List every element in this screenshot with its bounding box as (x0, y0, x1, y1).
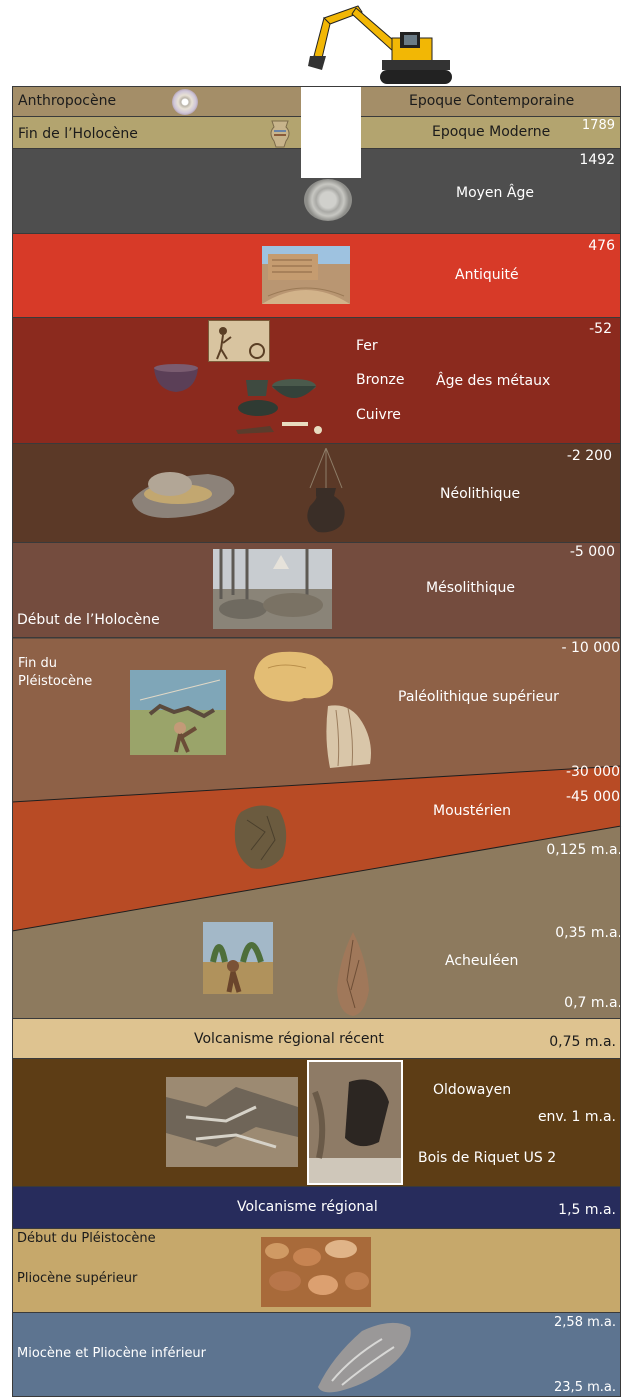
band-neolithique: Néolithique -2 200 (12, 444, 621, 543)
date-0-75-ma: 0,75 m.a. (549, 1035, 616, 1049)
iron-blade-icon (234, 420, 328, 438)
hominid-illustration (203, 922, 273, 994)
date-1789: 1789 (582, 119, 615, 132)
fer-label: Fer (356, 339, 378, 353)
hanging-pot-icon (298, 448, 354, 536)
date-1492: 1492 (579, 153, 615, 167)
blade-core-icon (322, 702, 376, 770)
handaxe-icon (333, 930, 373, 1018)
volcanisme-recent-label: Volcanisme régional récent (194, 1032, 384, 1046)
excavation-cut (301, 86, 361, 178)
anthropocene-label: Anthropocène (18, 94, 116, 108)
band-volcanisme-regional: Volcanisme régional 1,5 m.a. (12, 1187, 621, 1229)
date-0-125-ma: 0,125 m.a. (546, 843, 622, 857)
cave-photo (307, 1060, 403, 1185)
mousterien-label: Moustérien (433, 804, 511, 818)
fin-du-label: Fin du (18, 657, 57, 670)
date-minus-52: -52 (589, 322, 612, 336)
date-minus-10000: - 10 000 (562, 641, 621, 655)
band-miocene-pliocene-inferieur: Miocène et Pliocène inférieur 2,58 m.a. … (12, 1313, 621, 1397)
breccia-photo (166, 1077, 298, 1167)
volcanisme-regional-label: Volcanisme régional (237, 1200, 378, 1214)
grinding-stone-icon (128, 458, 240, 524)
date-476: 476 (588, 239, 615, 253)
mesolithique-label: Mésolithique (426, 581, 515, 595)
date-0-35-ma: 0,35 m.a. (555, 926, 622, 940)
neolithique-label: Néolithique (440, 487, 520, 501)
band-mousterien (12, 766, 621, 931)
date-1-5-ma: 1,5 m.a. (558, 1203, 616, 1217)
band-acheuleen (12, 826, 621, 1018)
seal-icon (304, 179, 352, 221)
pleistocene-label: Pléistocène (18, 675, 92, 688)
debut-pleistocene-label: Début du Pléistocène (17, 1232, 156, 1245)
cd-disc-icon (172, 89, 198, 115)
band-age-des-metaux: Âge des métaux -52 Fer Bronze Cuivre (12, 318, 621, 444)
band-volcanisme-regional-recent: Volcanisme régional récent 0,75 m.a. (12, 1018, 621, 1059)
band-mesolithique: Mésolithique -5 000 Début de l’Holocène (12, 543, 621, 638)
antiquite-label: Antiquité (455, 268, 519, 282)
biface-icon (231, 800, 291, 872)
epoque-contemporaine-label: Epoque Contemporaine (409, 94, 574, 108)
band-antiquite: Antiquité 476 (12, 234, 621, 318)
cuivre-label: Cuivre (356, 408, 401, 422)
forest-photo (213, 549, 332, 629)
bronze-bowl-icon (152, 362, 200, 394)
bronze-label: Bronze (356, 373, 404, 387)
bronze-vessels-icon (234, 376, 322, 426)
date-minus-5000: -5 000 (570, 545, 615, 559)
band-oldowayen: Oldowayen env. 1 m.a. Bois de Riquet US … (12, 1059, 621, 1187)
date-minus-45000: -45 000 (566, 790, 620, 804)
fin-holocene-label: Fin de l’Holocène (18, 127, 138, 141)
date-minus-2200: -2 200 (567, 449, 612, 463)
bison-carving-icon (248, 648, 336, 706)
date-minus-30000: -30 000 (566, 765, 620, 779)
paleolithique-superieur-label: Paléolithique supérieur (398, 690, 559, 704)
date-env-1-ma: env. 1 m.a. (538, 1110, 616, 1124)
pliocene-superieur-label: Pliocène supérieur (17, 1272, 137, 1285)
age-des-metaux-label: Âge des métaux (436, 374, 550, 388)
epoque-moderne-label: Epoque Moderne (432, 125, 550, 139)
theatre-photo (262, 246, 350, 304)
pebbles-photo (261, 1237, 371, 1307)
hunters-illustration (130, 670, 226, 755)
vase-icon (266, 119, 294, 149)
debut-holocene-label: Début de l’Holocène (17, 613, 160, 627)
date-0-7-ma: 0,7 m.a. (564, 996, 622, 1010)
moyen-age-label: Moyen Âge (456, 186, 534, 200)
date-2-58-ma: 2,58 m.a. (554, 1316, 616, 1329)
fresco-icon (208, 320, 270, 362)
excavator-icon (300, 4, 458, 88)
date-23-5-ma: 23,5 m.a. (554, 1381, 616, 1394)
bois-de-riquet-label: Bois de Riquet US 2 (418, 1151, 556, 1165)
acheuleen-label: Acheuléen (445, 954, 518, 968)
miocene-label: Miocène et Pliocène inférieur (17, 1347, 206, 1360)
oldowayen-label: Oldowayen (433, 1083, 511, 1097)
oyster-fossil-icon (312, 1317, 416, 1395)
band-pleistocene-pliocene: Début du Pléistocène Pliocène supérieur (12, 1229, 621, 1313)
